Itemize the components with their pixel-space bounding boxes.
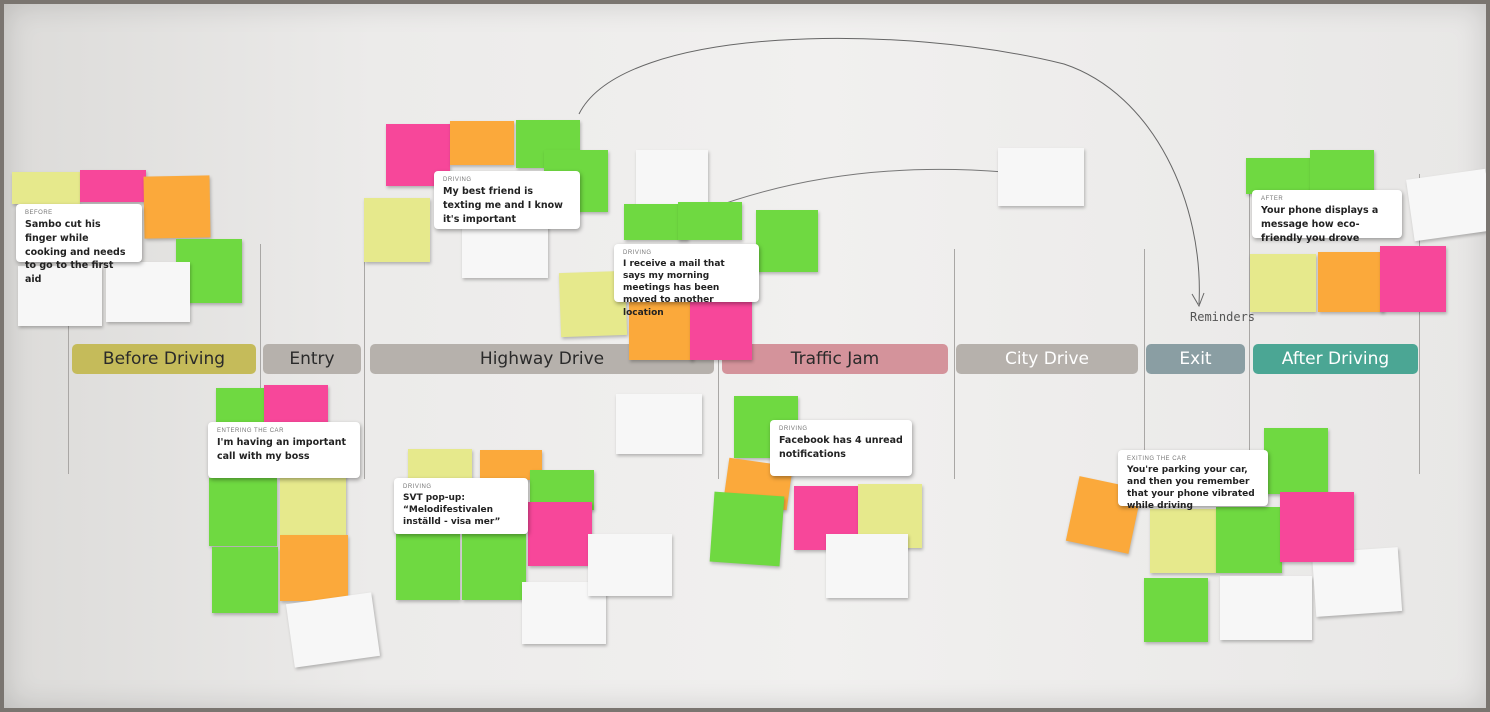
sticky-note (462, 534, 526, 600)
sticky-note (1264, 428, 1328, 494)
sticky-note (408, 449, 472, 481)
scenario-card: DRIVING My best friend is texting me and… (434, 171, 580, 229)
card-label: ENTERING THE CAR (217, 428, 284, 434)
card-text: Sambo cut his finger while cooking and n… (25, 219, 126, 286)
separator (260, 244, 261, 474)
card-label: AFTER (1261, 196, 1284, 202)
sticky-note (616, 394, 702, 454)
sticky-note (396, 534, 460, 600)
stage-after-driving: After Driving (1253, 344, 1418, 374)
stage-entry: Entry (263, 344, 361, 374)
separator (1144, 249, 1145, 479)
card-text: I'm having an important call with my bos… (217, 437, 347, 462)
sticky-note (212, 547, 278, 613)
sticky-note (462, 222, 548, 278)
card-label: DRIVING (779, 426, 808, 432)
sticky-note (1310, 150, 1374, 190)
scenario-card: DRIVING I receive a mail that says my mo… (614, 244, 759, 318)
card-label: DRIVING (443, 177, 472, 183)
stage-before-driving: Before Driving (72, 344, 256, 374)
card-text: I receive a mail that says my morning me… (623, 259, 725, 318)
sticky-note (12, 172, 80, 204)
sticky-note (209, 478, 277, 546)
scenario-card: AFTER Your phone displays a message how … (1252, 190, 1402, 244)
reminders-note: Reminders (1190, 310, 1256, 324)
sticky-note (216, 388, 264, 424)
sticky-note (143, 175, 211, 239)
connector-arrows (578, 37, 1205, 308)
sticky-note (624, 204, 688, 240)
card-text: SVT pop-up: “Melodifestivalen inställd -… (403, 493, 501, 528)
separator (718, 254, 719, 479)
card-label: EXITING THE CAR (1127, 456, 1187, 462)
sticky-note (826, 534, 908, 598)
sticky-note (364, 198, 430, 262)
sticky-note (80, 170, 146, 202)
sticky-note (1318, 252, 1384, 312)
sticky-note (1406, 168, 1486, 242)
sticky-note (1150, 509, 1216, 573)
sticky-note (629, 298, 693, 360)
sticky-note (756, 210, 818, 272)
separator (68, 279, 69, 474)
sticky-note (588, 534, 672, 596)
card-label: DRIVING (403, 484, 432, 490)
separator (954, 249, 955, 479)
scenario-card: DRIVING SVT pop-up: “Melodifestivalen in… (394, 478, 528, 534)
card-text: My best friend is texting me and I know … (443, 186, 563, 225)
card-label: DRIVING (623, 250, 652, 256)
sticky-note (678, 202, 742, 240)
sticky-note (1280, 492, 1354, 562)
scenario-card: ENTERING THE CAR I'm having an important… (208, 422, 360, 478)
card-text: Facebook has 4 unread notifications (779, 435, 903, 460)
sticky-note (636, 150, 708, 204)
sticky-note (1220, 576, 1312, 640)
journey-map-board: Before Driving Entry Highway Drive Traff… (4, 4, 1486, 708)
sticky-note (1216, 507, 1282, 573)
sticky-note (709, 491, 785, 567)
card-text: Your phone displays a message how eco-fr… (1261, 205, 1379, 244)
sticky-note (450, 121, 514, 165)
stage-city-drive: City Drive (956, 344, 1138, 374)
separator (1249, 164, 1250, 474)
sticky-note (1250, 254, 1316, 312)
scenario-card: BEFORE Sambo cut his finger while cookin… (16, 204, 142, 285)
separator (1419, 174, 1420, 474)
sticky-note (280, 473, 346, 535)
sticky-note (1246, 158, 1312, 194)
sticky-note (690, 298, 752, 360)
sticky-note (998, 148, 1084, 206)
sticky-note (285, 592, 381, 668)
sticky-note (1380, 246, 1446, 312)
sticky-note (264, 385, 328, 423)
stage-exit: Exit (1146, 344, 1245, 374)
card-text: You're parking your car, and then you re… (1127, 465, 1255, 512)
sticky-note (280, 535, 348, 601)
sticky-note (106, 262, 190, 322)
stage-traffic-jam: Traffic Jam (722, 344, 948, 374)
sticky-note (18, 266, 102, 326)
scenario-card: DRIVING Facebook has 4 unread notificati… (770, 420, 912, 476)
card-label: BEFORE (25, 210, 53, 216)
separator (364, 254, 365, 479)
sticky-note (528, 502, 592, 566)
sticky-note (1144, 578, 1208, 642)
scenario-card: EXITING THE CAR You're parking your car,… (1118, 450, 1268, 511)
